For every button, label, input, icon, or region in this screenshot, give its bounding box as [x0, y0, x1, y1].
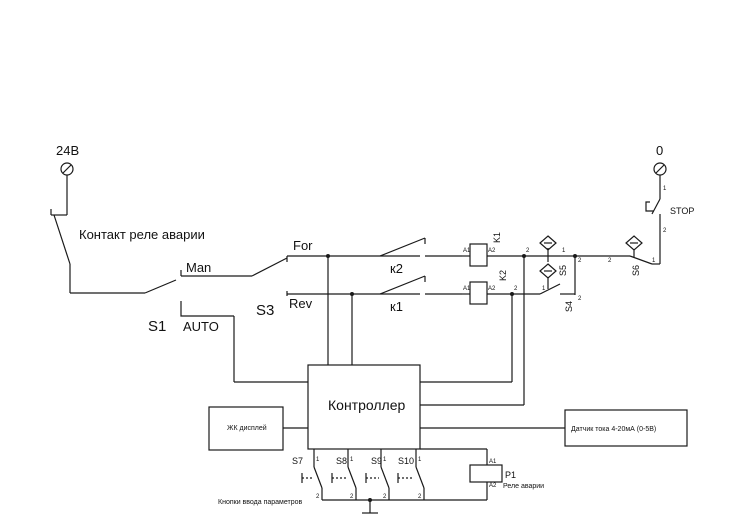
controller-pin-k2: 2 [514, 286, 518, 292]
limit-switch-s6-pin1: 2 [608, 258, 612, 264]
stop-pin-top: 1 [663, 186, 667, 192]
limit-switch-s5-name: S5 [558, 265, 568, 276]
limit-switch-s6-pin2: 1 [652, 258, 656, 264]
button-s9-name: S9 [371, 456, 382, 466]
coil-k1-pin2: A2 [488, 248, 496, 254]
coil-k1-pin1: A1 [463, 248, 471, 254]
current-sensor-label: Датчик тока 4-20мА (0-5В) [571, 426, 656, 433]
selector-auto-label: AUTO [183, 319, 219, 334]
limit-switch-s5-pin1: 1 [562, 248, 566, 254]
stop-label: STOP [670, 206, 694, 216]
button-s10-pin2: 2 [418, 494, 422, 500]
limit-switch-s4: S4 1 2 [539, 263, 582, 312]
coil-k2: A1 A2 K2 [462, 270, 540, 305]
interlock-k1-label: к1 [390, 299, 403, 314]
button-s8-name: S8 [336, 456, 347, 466]
button-s7-pin2: 2 [316, 494, 320, 500]
alarm-relay-contact: Контакт реле аварии [50, 175, 205, 294]
relay-desc: Реле аварии [503, 483, 544, 490]
current-sensor-block: Датчик тока 4-20мА (0-5В) [420, 409, 688, 447]
supply-terminal-label: 24В [56, 143, 79, 158]
button-s9-pin1: 1 [383, 457, 387, 463]
limit-switch-s4-pin2: 2 [578, 296, 582, 302]
button-s7-name: S7 [292, 456, 303, 466]
limit-switch-s4-name: S4 [564, 301, 574, 312]
coil-k2-name: K2 [498, 270, 508, 281]
selector-man-label: Man [186, 260, 211, 275]
relay-pin-a2: A2 [489, 483, 497, 489]
ground-terminal: 0 [653, 143, 667, 176]
lcd-display-block: ЖК дисплей [208, 406, 308, 451]
coil-k2-pin2: A2 [488, 286, 496, 292]
coil-k1-name: K1 [492, 232, 502, 243]
button-s8-pin1: 1 [350, 457, 354, 463]
lcd-display-label: ЖК дисплей [227, 424, 267, 432]
button-s10-name: S10 [398, 456, 414, 466]
ground-terminal-label: 0 [656, 143, 663, 158]
ground-symbol [362, 500, 378, 514]
selector-switch-s1: Man AUTO S1 [144, 260, 308, 383]
interlock-contacts: к2 к1 [379, 237, 462, 314]
reverse-rev-label: Rev [289, 296, 313, 311]
limit-switch-s6-name: S6 [631, 265, 641, 276]
stop-button: STOP 1 2 [645, 175, 694, 264]
supply-terminal: 24В [56, 143, 79, 176]
coil-k1: A1 A2 K1 [462, 232, 560, 267]
limit-switch-s5-pin2: 2 [578, 258, 582, 264]
controller-block: Контроллер [307, 364, 421, 450]
relay-name: P1 [505, 470, 516, 480]
reversing-switch-s3: For Rev S3 [251, 238, 420, 365]
reverse-for-label: For [293, 238, 313, 253]
button-s7-pin1: 1 [316, 457, 320, 463]
limit-switch-s6: S6 2 1 [608, 235, 660, 276]
controller-label: Контроллер [328, 397, 405, 413]
button-s10-pin1: 1 [418, 457, 422, 463]
button-s8-pin2: 2 [350, 494, 354, 500]
selector-name-label: S1 [148, 318, 166, 335]
controller-pin-k1: 2 [526, 248, 530, 254]
parameter-buttons: S7 1 2 S8 1 2 S9 1 2 S10 1 2 Кнопки ввод… [218, 449, 487, 506]
buttons-caption: Кнопки ввода параметров [218, 499, 303, 506]
stop-pin-bottom: 2 [663, 228, 667, 234]
alarm-relay-p1: A1 A2 P1 Реле аварии [420, 448, 544, 500]
button-s9-pin2: 2 [383, 494, 387, 500]
limit-switch-s5: S5 1 2 [539, 235, 582, 295]
reverse-name-label: S3 [256, 302, 274, 319]
alarm-contact-label: Контакт реле аварии [79, 227, 205, 242]
coil-k2-pin1: A1 [463, 286, 471, 292]
limit-switch-s4-pin1: 1 [542, 286, 546, 292]
interlock-k2-label: к2 [390, 261, 403, 276]
relay-pin-a1: A1 [489, 459, 497, 465]
